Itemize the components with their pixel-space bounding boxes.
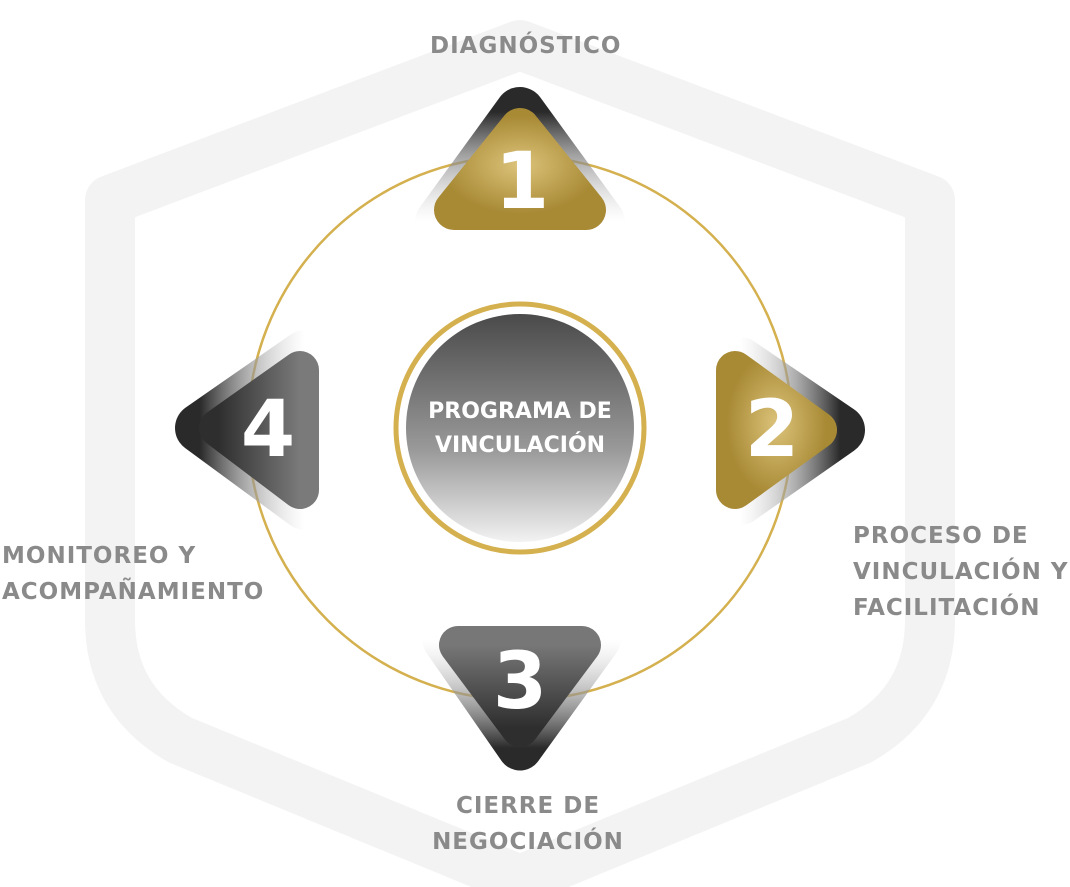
step-3-badge: 3 — [422, 617, 621, 771]
label-line: CIERRE DE — [455, 793, 601, 819]
step-3-label: CIERRE DE NEGOCIACIÓN — [428, 788, 628, 860]
step-1-badge: 1 — [415, 87, 625, 247]
step-4-label: MONITOREO Y ACOMPAÑAMIENTO — [2, 538, 264, 610]
step-4-number: 4 — [241, 385, 295, 475]
step-3-number: 3 — [493, 637, 547, 727]
label-line: NEGOCIACIÓN — [432, 829, 624, 855]
step-2-badge: 2 — [715, 337, 865, 525]
label-line: PROCESO DE — [853, 523, 1029, 549]
label-line: MONITOREO Y — [2, 543, 197, 569]
center-title: PROGRAMA DE VINCULACIÓN — [395, 395, 645, 463]
center-title-line-1: PROGRAMA DE — [428, 399, 612, 424]
shield-watermark — [85, 20, 955, 887]
step-1-number: 1 — [495, 137, 549, 227]
step-1-label: DIAGNÓSTICO — [430, 28, 621, 64]
step-4-badge: 4 — [175, 330, 330, 530]
label-line: FACILITACIÓN — [853, 595, 1041, 621]
label-line: DIAGNÓSTICO — [430, 33, 622, 59]
step-2-number: 2 — [745, 385, 799, 475]
center-title-line-2: VINCULACIÓN — [434, 433, 606, 458]
center-ring — [393, 301, 647, 555]
center-disk — [406, 314, 634, 542]
step-2-label: PROCESO DE VINCULACIÓN Y FACILITACIÓN — [853, 518, 1069, 626]
label-line: ACOMPAÑAMIENTO — [2, 579, 265, 605]
label-line: VINCULACIÓN Y — [853, 559, 1069, 585]
